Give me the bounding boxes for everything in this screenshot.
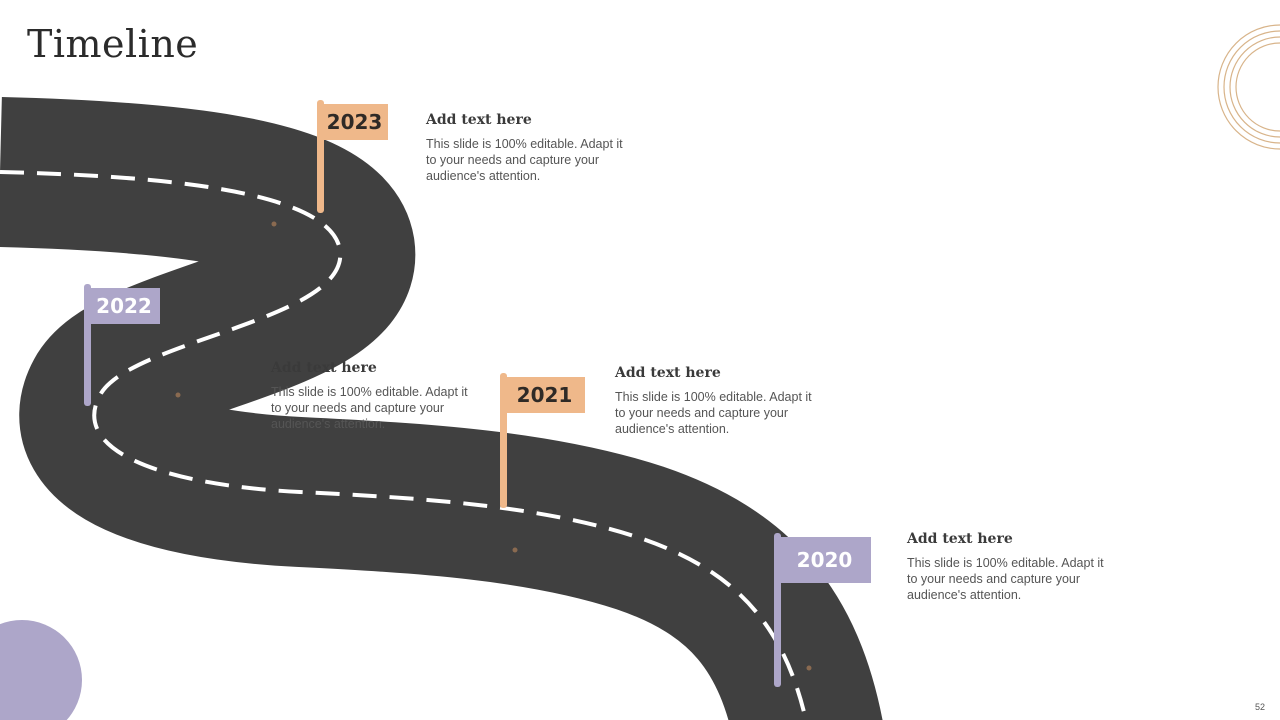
winding-road xyxy=(0,97,883,720)
year-label: 2023 xyxy=(321,104,388,140)
milestone-heading: Add text here xyxy=(271,360,377,376)
flag-pole xyxy=(774,533,781,687)
milestone-text-2020: Add text here This slide is 100% editabl… xyxy=(907,531,1117,603)
milestone-description: This slide is 100% editable. Adapt it to… xyxy=(426,137,623,183)
milestone-description: This slide is 100% editable. Adapt it to… xyxy=(271,385,468,431)
milestone-text-2022: Add text here This slide is 100% editabl… xyxy=(271,360,481,432)
lavender-circle-decoration xyxy=(0,620,82,720)
milestone-heading: Add text here xyxy=(615,365,721,381)
slide-title: Timeline xyxy=(27,22,199,66)
concentric-rings-decoration xyxy=(1217,24,1280,150)
year-label: 2022 xyxy=(88,288,160,324)
milestone-text-2021: Add text here This slide is 100% editabl… xyxy=(615,365,825,437)
milestone-heading: Add text here xyxy=(907,531,1013,547)
road-reflector xyxy=(512,547,518,553)
page-number: 52 xyxy=(1254,702,1265,712)
year-label: 2020 xyxy=(778,537,871,583)
flag-pole xyxy=(317,100,324,213)
flag-pole xyxy=(84,284,91,406)
milestone-description: This slide is 100% editable. Adapt it to… xyxy=(907,556,1104,602)
road-lane-marking xyxy=(0,170,808,720)
road-reflector xyxy=(271,221,277,227)
milestone-text-2023: Add text here This slide is 100% editabl… xyxy=(426,112,636,184)
year-label: 2021 xyxy=(504,377,585,413)
milestone-heading: Add text here xyxy=(426,112,532,128)
road-reflector xyxy=(806,665,812,671)
road-reflector xyxy=(175,392,181,398)
flag-pole xyxy=(500,373,507,508)
milestone-description: This slide is 100% editable. Adapt it to… xyxy=(615,390,812,436)
